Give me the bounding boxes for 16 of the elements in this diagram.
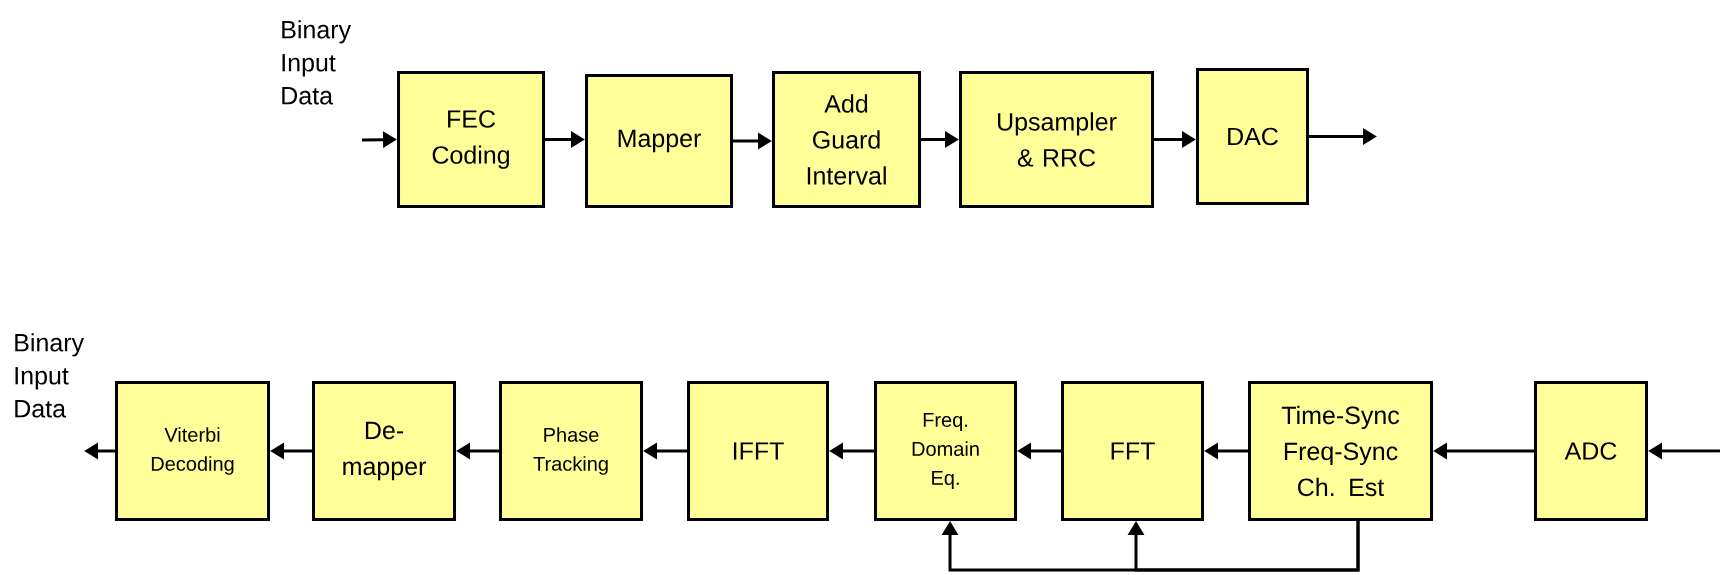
io-label: Binary Input Data — [15, 333, 84, 418]
process-box: FEC Coding — [397, 71, 545, 208]
process-box: Add Guard Interval — [772, 71, 921, 208]
process-box: Upsampler & RRC — [959, 71, 1154, 208]
process-box: Time-Sync Freq-Sync Ch. Est — [1248, 381, 1433, 521]
process-box: Phase Tracking — [499, 381, 643, 521]
process-box: FFT — [1061, 381, 1204, 521]
arrow — [1127, 521, 1360, 572]
process-box: De- mapper — [312, 381, 456, 521]
process-box: DAC — [1196, 68, 1309, 205]
process-box: IFFT — [687, 381, 829, 521]
process-box: ADC — [1534, 381, 1648, 521]
process-box: Viterbi Decoding — [115, 381, 270, 521]
io-label: Binary Input Data — [282, 20, 351, 105]
process-box: Mapper — [585, 74, 733, 208]
process-box: Freq. Domain Eq. — [874, 381, 1017, 521]
